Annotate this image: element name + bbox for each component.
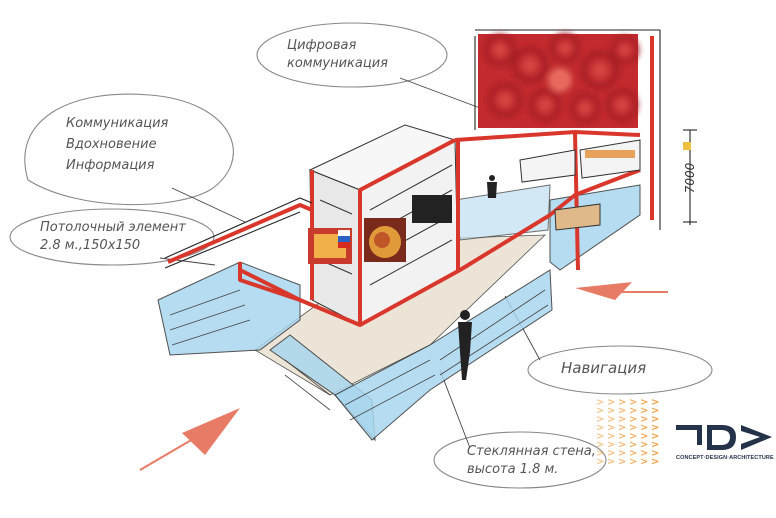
chevron-icon: >	[640, 397, 648, 408]
logo-chevrons: >>>>>>>>>>>>>>>>>>>>>>>>>>>>>>>>>>>>>>>>…	[596, 397, 659, 468]
person-figure	[458, 175, 497, 380]
chevron-icon: >	[651, 423, 659, 434]
logo-tagline: CONCEPT·DESIGN·ARCHITECTURE	[676, 455, 774, 461]
chevron-icon: >	[607, 397, 615, 408]
arrow-icon-right	[575, 282, 632, 300]
chevron-icon: >	[607, 423, 615, 434]
entry-arrows	[139, 282, 668, 471]
chevron-icon: >	[629, 431, 637, 442]
chevron-icon: >	[618, 440, 626, 451]
chevron-icon: >	[640, 431, 648, 442]
shelf-hatching	[169, 289, 549, 421]
bubble-navigation	[527, 345, 713, 395]
chevron-icon: >	[618, 423, 626, 434]
chevron-icon: >	[640, 423, 648, 434]
callout-digital-communication: Цифровая коммуникация	[287, 38, 388, 71]
red-frame	[167, 36, 654, 327]
callout-communication: Коммуникация Вдохновение Информация	[66, 116, 169, 173]
chevron-icon: >	[607, 448, 615, 459]
chevron-icon: >	[629, 397, 637, 408]
chevron-icon: >	[607, 406, 615, 417]
speech-bubbles	[9, 22, 713, 489]
chevron-icon: >	[618, 414, 626, 425]
chevron-icon: >	[618, 457, 626, 468]
chevron-icon: >	[640, 414, 648, 425]
chevron-icon: >	[651, 431, 659, 442]
bubble-communication	[24, 93, 234, 206]
chevron-icon: >	[596, 431, 604, 442]
chevron-icon: >	[640, 448, 648, 459]
chevron-icon: >	[607, 431, 615, 442]
chevron-icon: >	[651, 440, 659, 451]
dimension-label: 7000	[683, 162, 697, 193]
chevron-icon: >	[640, 457, 648, 468]
dimension-marker	[683, 142, 691, 150]
chevron-icon: >	[596, 440, 604, 451]
logo-mark	[676, 425, 772, 450]
glass-walls	[157, 184, 641, 442]
chevron-icon: >	[651, 457, 659, 468]
chevron-icon: >	[618, 406, 626, 417]
chevron-icon: >	[618, 431, 626, 442]
chevron-icon: >	[607, 440, 615, 451]
chevron-icon: >	[629, 448, 637, 459]
bubble-glass	[433, 431, 607, 489]
chevron-icon: >	[596, 414, 604, 425]
chevron-icon: >	[618, 397, 626, 408]
digital-screen	[478, 33, 639, 128]
chevron-icon: >	[640, 406, 648, 417]
chevron-icon: >	[651, 397, 659, 408]
product-posters	[308, 218, 406, 264]
chevron-icon: >	[651, 406, 659, 417]
chevron-icon: >	[629, 440, 637, 451]
chevron-icon: >	[629, 457, 637, 468]
chevron-icon: >	[651, 448, 659, 459]
chevron-icon: >	[596, 406, 604, 417]
chevron-icon: >	[607, 414, 615, 425]
chevron-icon: >	[618, 448, 626, 459]
chevron-icon: >	[640, 440, 648, 451]
chevron-icon: >	[629, 406, 637, 417]
chevron-icon: >	[596, 448, 604, 459]
bubble-ceiling	[9, 208, 215, 266]
arrow-icon-left	[182, 408, 240, 455]
chevron-icon: >	[651, 414, 659, 425]
callout-glass-wall: Стеклянная стена, высота 1.8 м.	[467, 444, 596, 477]
chevron-icon: >	[629, 423, 637, 434]
chevron-icon: >	[596, 397, 604, 408]
callout-ceiling-element: Потолочный элемент 2.8 м.,150x150	[40, 220, 186, 253]
chevron-icon: >	[607, 457, 615, 468]
chevron-icon: >	[629, 414, 637, 425]
back-counters	[519, 139, 641, 231]
chevron-icon: >	[596, 423, 604, 434]
chevron-icon: >	[596, 457, 604, 468]
callout-navigation: Навигация	[561, 359, 647, 377]
bubble-digital	[256, 22, 448, 88]
